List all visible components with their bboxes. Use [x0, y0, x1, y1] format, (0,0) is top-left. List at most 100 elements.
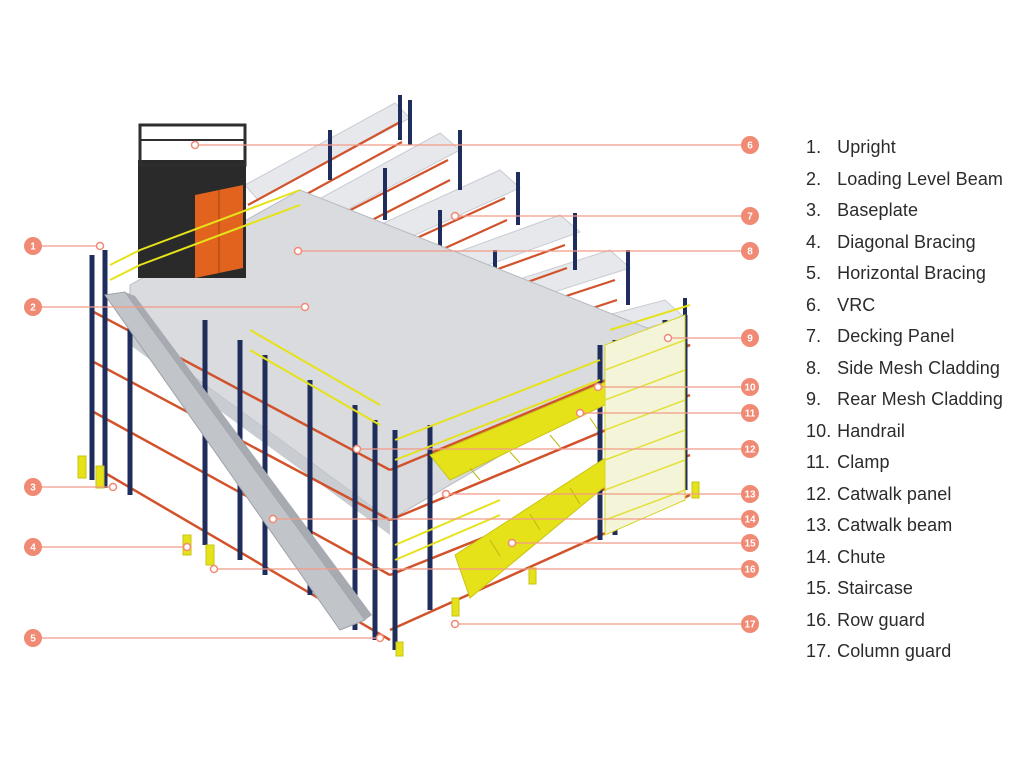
callout-13: 13	[741, 485, 759, 503]
leader-dot-2	[300, 302, 310, 312]
callout-badge	[741, 440, 759, 458]
legend-label: Column guard	[832, 641, 952, 661]
legend-item: 1. Upright	[806, 133, 1003, 165]
legend-number: 4.	[806, 231, 822, 252]
callout-16: 16	[741, 560, 759, 578]
leader-dot-4	[182, 542, 192, 552]
callout-15: 15	[741, 534, 759, 552]
legend-label: Staircase	[832, 578, 914, 598]
callout-badge	[741, 378, 759, 396]
legend-number: 10.	[806, 420, 832, 441]
legend-number: 14.	[806, 546, 832, 567]
legend-number: 8.	[806, 357, 822, 378]
callout-badge	[741, 329, 759, 347]
legend-item: 17. Column guard	[806, 637, 1003, 669]
rear-mesh-cladding	[604, 314, 686, 536]
callout-badge	[741, 207, 759, 225]
callout-number: 12	[744, 445, 756, 456]
leader-dot-13	[441, 489, 451, 499]
leader-dot-17	[450, 619, 460, 629]
handrails	[109, 189, 691, 561]
callout-number: 8	[747, 247, 753, 258]
legend-item: 11. Clamp	[806, 448, 1003, 480]
callout-12: 12	[741, 440, 759, 458]
legend-number: 3.	[806, 200, 822, 220]
callout-badge	[24, 298, 42, 316]
legend-label: Horizontal Bracing	[832, 263, 986, 283]
callout-badge	[741, 242, 759, 260]
callout-17: 17	[741, 615, 759, 633]
leader-dot-6	[190, 140, 200, 150]
callout-1: 1	[24, 237, 42, 255]
legend-item: 10. Handrail	[806, 417, 1003, 449]
mezzanine-illustration	[77, 95, 700, 657]
callout-5: 5	[24, 629, 42, 647]
legend-number: 17.	[806, 641, 832, 661]
legend-label: Baseplate	[832, 200, 919, 220]
callout-number: 1	[30, 242, 36, 253]
legend-label: Clamp	[832, 452, 890, 472]
vrc-lift	[138, 123, 247, 278]
callout-9: 9	[741, 329, 759, 347]
legend-item: 15. Staircase	[806, 574, 1003, 606]
leader-dot-15	[507, 538, 517, 548]
legend-number: 12.	[806, 483, 832, 504]
legend-number: 1.	[806, 137, 822, 157]
legend-number: 13.	[806, 515, 832, 535]
callout-number: 5	[30, 634, 36, 645]
callout-number: 7	[747, 212, 753, 223]
callout-badge	[741, 404, 759, 422]
legend-item: 12. Catwalk panel	[806, 480, 1003, 512]
leader-dot-14	[268, 514, 278, 524]
legend-label: Rear Mesh Cladding	[832, 389, 1003, 409]
callout-number: 16	[744, 565, 756, 576]
legend-item: 5. Horizontal Bracing	[806, 259, 1003, 291]
legend-number: 2.	[806, 168, 822, 189]
legend-label: Diagonal Bracing	[832, 231, 976, 252]
callout-badge	[741, 136, 759, 154]
legend-item: 13. Catwalk beam	[806, 511, 1003, 543]
legend-item: 3. Baseplate	[806, 196, 1003, 228]
leader-dot-16	[209, 564, 219, 574]
leader-dot-10	[593, 382, 603, 392]
legend-item: 2. Loading Level Beam	[806, 165, 1003, 197]
leader-lines	[33, 140, 750, 643]
legend-item: 6. VRC	[806, 291, 1003, 323]
legend-item: 9. Rear Mesh Cladding	[806, 385, 1003, 417]
callout-badge	[741, 534, 759, 552]
callout-number: 3	[30, 483, 36, 494]
legend-label: Loading Level Beam	[832, 168, 1004, 189]
callout-number: 10	[744, 383, 756, 394]
legend-item: 4. Diagonal Bracing	[806, 228, 1003, 260]
callout-number: 14	[744, 515, 756, 526]
callout-10: 10	[741, 378, 759, 396]
callout-badge	[24, 237, 42, 255]
legend-number: 6.	[806, 294, 822, 315]
callout-badge	[741, 560, 759, 578]
legend-item: 7. Decking Panel	[806, 322, 1003, 354]
leader-dot-8	[293, 246, 303, 256]
legend-label: Side Mesh Cladding	[832, 357, 1000, 378]
legend-label: VRC	[832, 294, 876, 315]
legend-number: 15.	[806, 578, 832, 598]
leader-dot-12	[352, 444, 362, 454]
legend-item: 16. Row guard	[806, 606, 1003, 638]
legend-label: Row guard	[832, 609, 926, 630]
callout-3: 3	[24, 478, 42, 496]
callout-number: 2	[30, 303, 36, 314]
leader-dot-11	[575, 408, 585, 418]
callout-badge	[24, 538, 42, 556]
callout-2: 2	[24, 298, 42, 316]
callout-number: 6	[747, 141, 753, 152]
callout-number: 13	[744, 490, 756, 501]
callout-4: 4	[24, 538, 42, 556]
leader-dot-7	[450, 211, 460, 221]
legend-item: 8. Side Mesh Cladding	[806, 354, 1003, 386]
legend-label: Catwalk panel	[832, 483, 952, 504]
callout-badge	[741, 485, 759, 503]
callout-8: 8	[741, 242, 759, 260]
callout-number: 9	[747, 334, 753, 345]
callout-badge	[741, 615, 759, 633]
